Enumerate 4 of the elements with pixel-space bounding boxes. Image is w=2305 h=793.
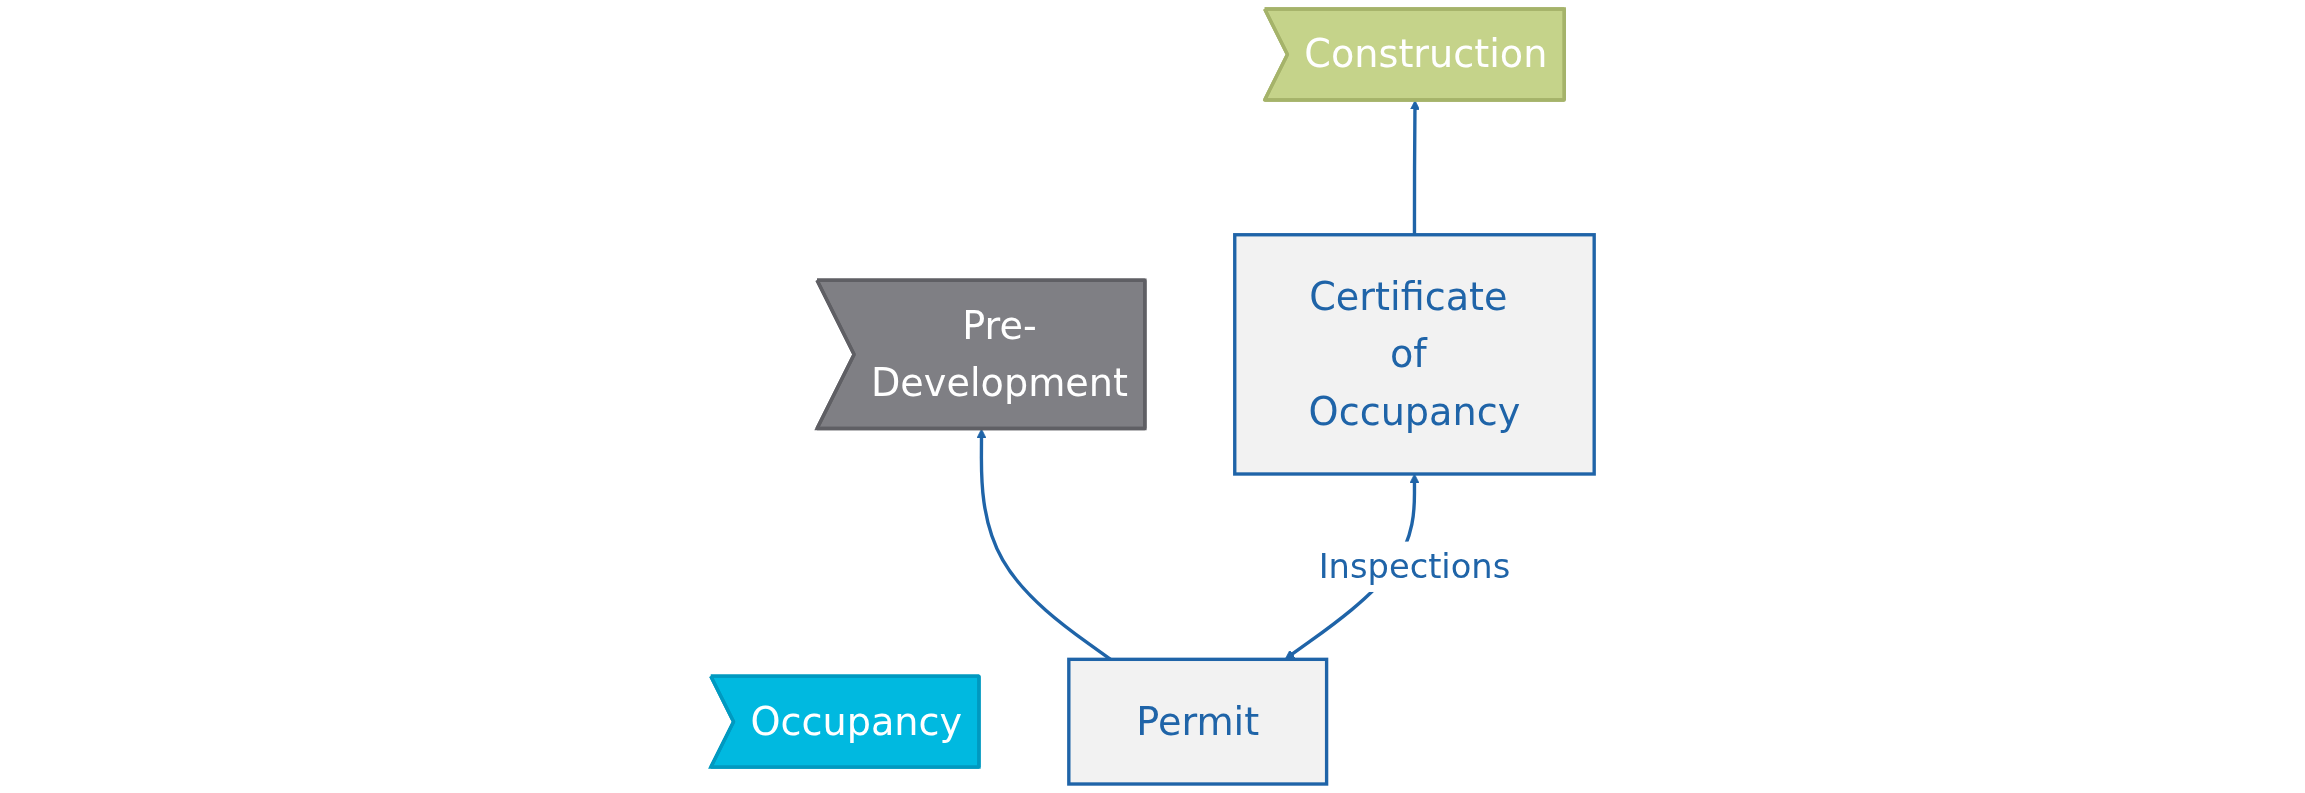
node-box: Permit [1067, 657, 1329, 786]
edge-label: Inspections [1318, 547, 1511, 587]
node-box: Certificate of Occupancy [1233, 233, 1596, 476]
arrow [1410, 100, 1420, 235]
